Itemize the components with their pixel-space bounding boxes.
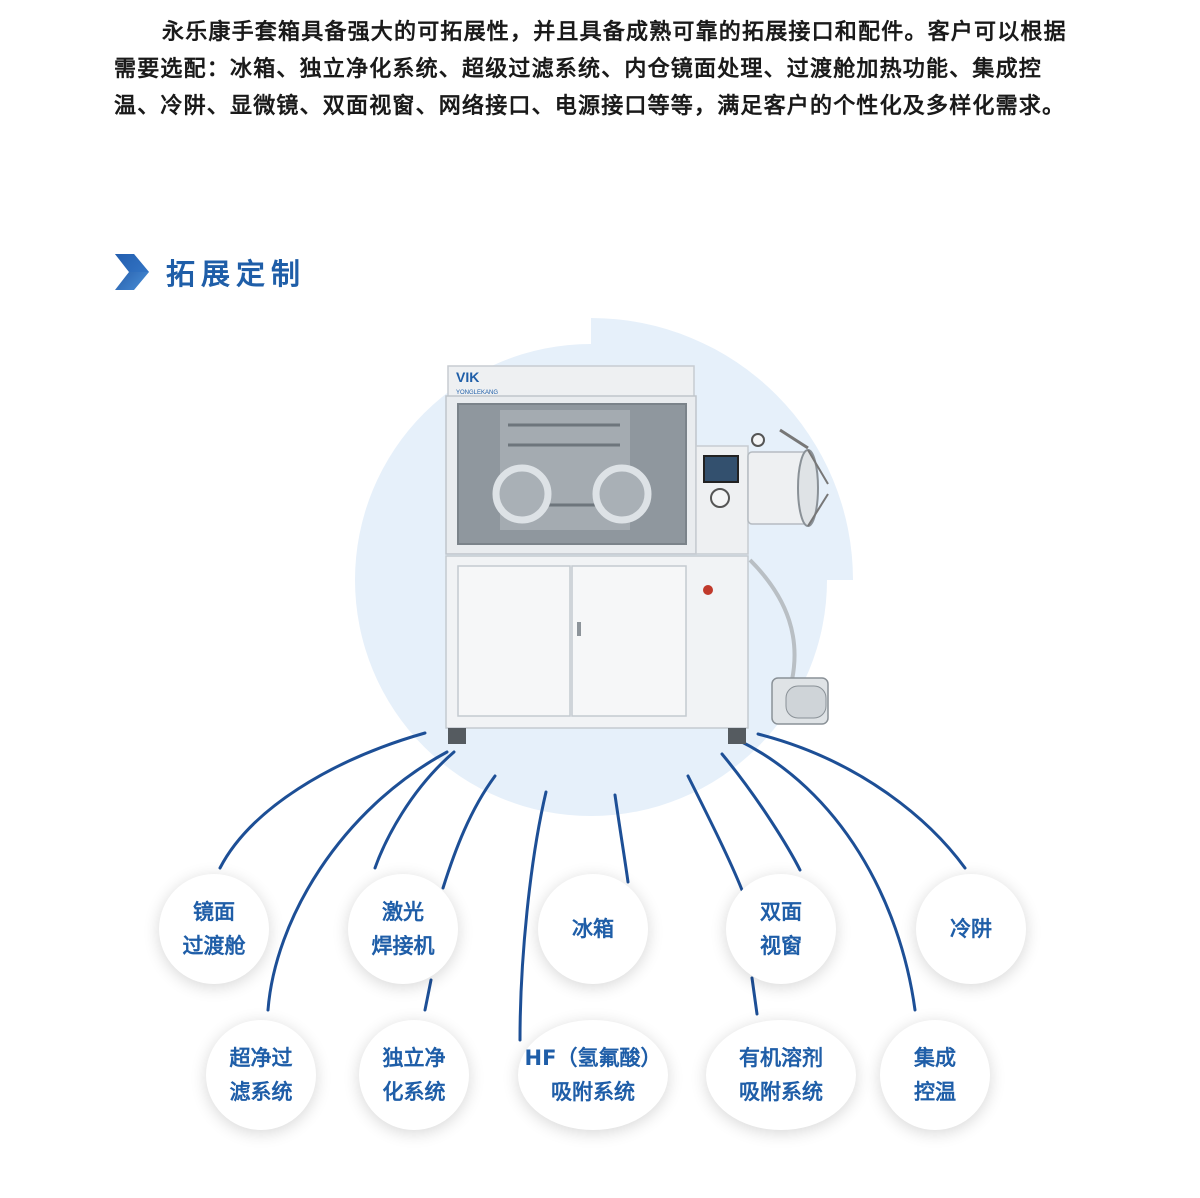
option-double-window: 双面 视窗	[726, 874, 836, 984]
option-label-line1: 独立净	[382, 1046, 446, 1070]
glovebox-illustration	[445, 365, 829, 744]
option-label-line2: 化系统	[382, 1080, 446, 1104]
option-label-line2: 视窗	[760, 934, 802, 958]
option-refrigerator: 冰箱	[538, 874, 648, 984]
chevron-right-icon	[115, 254, 149, 290]
option-hf-adsorption: HF（氢氟酸） 吸附系统	[518, 1020, 668, 1130]
option-organic-solvent-adsorption: 有机溶剂 吸附系统	[706, 1020, 856, 1130]
option-ultra-filtration: 超净过 滤系统	[206, 1020, 316, 1130]
option-label-line1: 有机溶剂	[739, 1046, 823, 1070]
option-label-line2: 控温	[914, 1080, 956, 1104]
option-label-line1: 激光	[382, 900, 424, 924]
section-header: 拓展定制	[112, 250, 306, 294]
option-laser-welder: 激光 焊接机	[348, 874, 458, 984]
option-label-line2: 过渡舱	[182, 934, 246, 958]
machine-logo: VIK	[456, 369, 479, 385]
machine-logo-subtext: YONGLEKANG	[456, 390, 498, 396]
option-label-line2: 滤系统	[229, 1080, 293, 1104]
option-label-line1: 双面	[760, 900, 802, 924]
option-label-line2: 吸附系统	[739, 1080, 823, 1104]
option-label-line1: 超净过	[229, 1046, 293, 1070]
option-label-line1: 镜面	[193, 900, 235, 924]
section-title: 拓展定制	[166, 257, 307, 291]
option-label-line1: 冰箱	[572, 917, 614, 941]
option-independent-purification: 独立净 化系统	[359, 1020, 469, 1130]
option-cold-trap: 冷阱	[916, 874, 1026, 984]
option-mirror-antechamber: 镜面 过渡舱	[159, 874, 269, 984]
option-label-line2: 吸附系统	[551, 1080, 635, 1104]
option-label-line2: 焊接机	[371, 934, 435, 958]
option-label-line1: 集成	[914, 1046, 956, 1070]
connector-lines	[218, 731, 967, 1042]
option-integrated-temperature-control: 集成 控温	[880, 1020, 990, 1130]
option-label-line1: 冷阱	[950, 917, 992, 941]
option-label-line1: HF（氢氟酸）	[524, 1046, 662, 1070]
intro-paragraph: 永乐康手套箱具备强大的可拓展性，并且具备成熟可靠的拓展接口和配件。客户可以根据需…	[114, 20, 1067, 119]
